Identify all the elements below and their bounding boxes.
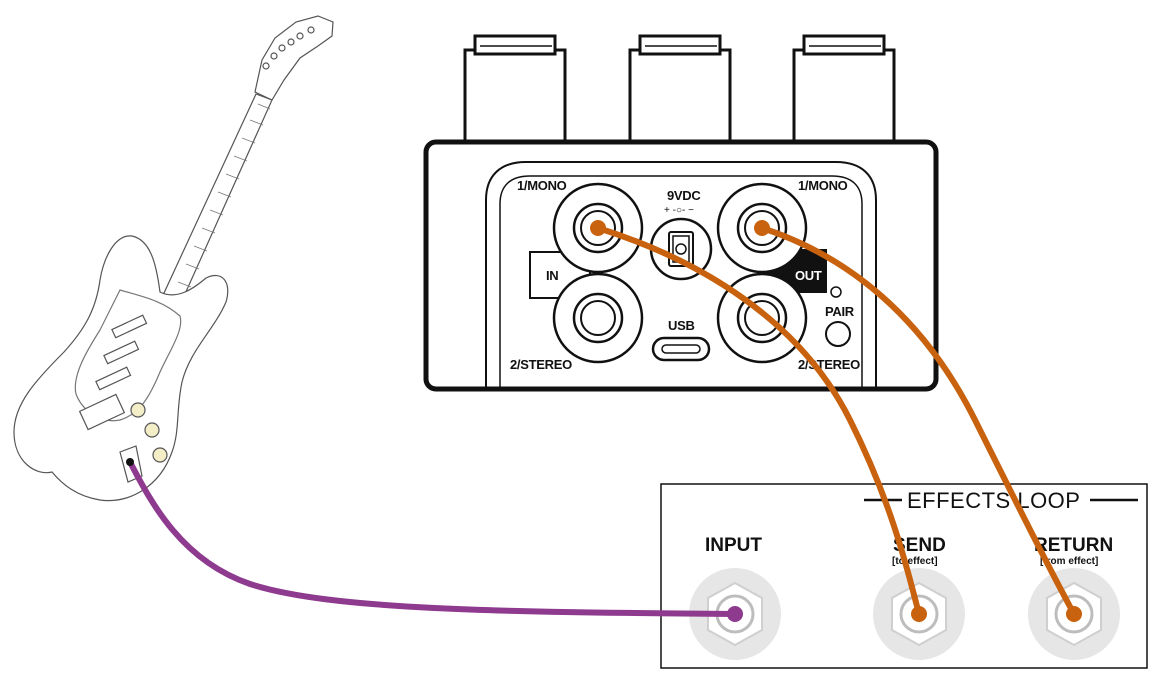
in-top-label: 1/MONO [517, 178, 567, 193]
out-to-return-cable [759, 225, 1077, 617]
guitar-to-input-cable [127, 459, 738, 617]
pair-button-icon [825, 321, 851, 347]
pedal: 1/MONO 1/MONO 2/STEREO 2/STEREO IN OUT 9… [423, 34, 939, 392]
return-plug [1066, 606, 1082, 622]
amp-panel: EFFECTS LOOP INPUT SEND [to effect] RETU… [660, 483, 1148, 669]
pair-label: PAIR [825, 304, 855, 319]
footswitch-knob [792, 34, 896, 147]
usb-c-icon [651, 336, 711, 362]
input-plug [727, 606, 743, 622]
return-label: RETURN [1034, 535, 1113, 556]
power-label: 9VDC [667, 188, 701, 203]
usb-label: USB [668, 318, 695, 333]
in-jack-2-stereo [552, 272, 644, 364]
pedal-out-plug [754, 220, 770, 236]
in-to-send-cable [595, 225, 922, 617]
send-label: SEND [893, 535, 946, 556]
input-label: INPUT [705, 535, 762, 556]
out-label: OUT [795, 268, 822, 283]
pedal-in-plug [590, 220, 606, 236]
dc-jack-icon [649, 217, 713, 281]
send-plug [911, 606, 927, 622]
polarity-label: + -○- − [664, 205, 694, 216]
return-sublabel: [from effect] [1040, 556, 1098, 567]
footswitch-knob [463, 34, 567, 147]
footswitch-knob [628, 34, 732, 147]
guitar-plug [126, 458, 134, 466]
send-sublabel: [to effect] [892, 556, 938, 567]
in-label: IN [546, 268, 558, 283]
cables [127, 225, 1077, 617]
in-bottom-label: 2/STEREO [510, 357, 572, 372]
pair-led [830, 286, 842, 298]
guitar-icon [13, 15, 334, 502]
effects-loop-title: EFFECTS LOOP [907, 488, 1080, 513]
out-top-label: 1/MONO [798, 178, 848, 193]
